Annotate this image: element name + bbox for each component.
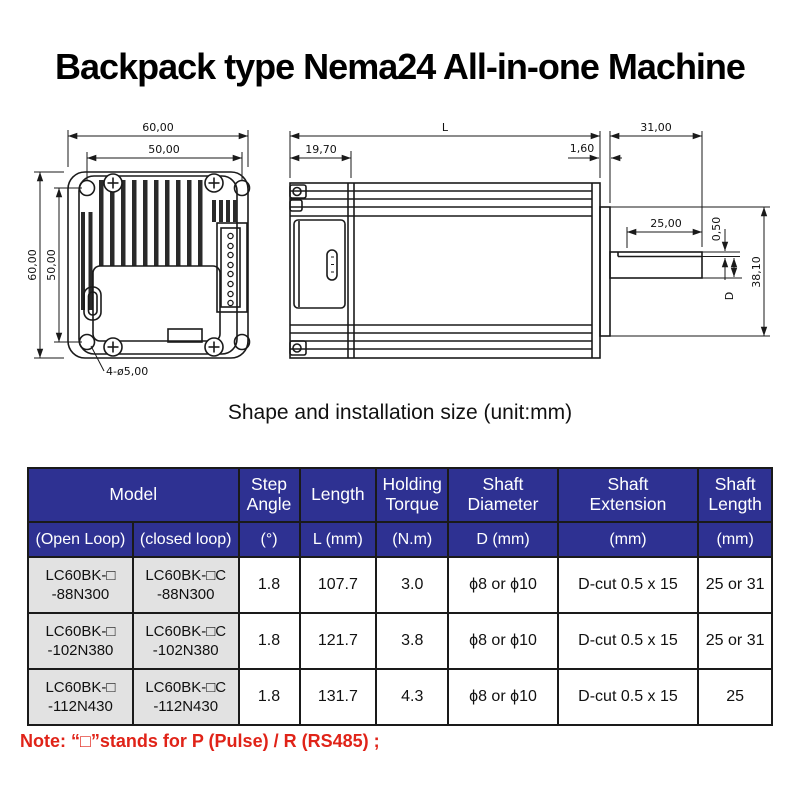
- subheader-diameter-unit: D (mm): [447, 521, 559, 558]
- side-mount-tabs: [289, 184, 307, 356]
- dim-side-pilot-dia: 38,10: [750, 256, 763, 288]
- dim-side-length: L: [442, 121, 449, 134]
- cell-torque: 4.3: [375, 668, 450, 726]
- dim-front-holes-callout: 4-ø5,00: [106, 365, 148, 378]
- header-row-1: Model Step Angle Length Holding Torque S…: [27, 467, 773, 523]
- table-row: LC60BK-□ -112N430 LC60BK-□C -112N430 1.8…: [27, 668, 773, 726]
- dim-side-shaft-ext: 31,00: [640, 121, 672, 134]
- dim-side-dcut-depth: 0,50: [710, 217, 723, 242]
- col-header-length: Length: [298, 467, 378, 523]
- subheader-length-unit: L (mm): [298, 521, 378, 558]
- cell-step-angle: 1.8: [237, 612, 301, 670]
- cell-extension: D-cut 0.5 x 15: [556, 556, 700, 614]
- subheader-torque-unit: (N.m): [375, 521, 450, 558]
- pilot-boss: [599, 206, 611, 337]
- subheader-shaft-length-unit: (mm): [697, 521, 773, 558]
- table-row: LC60BK-□ -102N380 LC60BK-□C -102N380 1.8…: [27, 612, 773, 670]
- cell-extension: D-cut 0.5 x 15: [556, 612, 700, 670]
- mounting-holes: [78, 179, 251, 351]
- dim-front-height-outer: 60,00: [26, 249, 39, 281]
- dim-side-driver-depth: 19,70: [305, 143, 337, 156]
- header-row-2: (Open Loop) (closed loop) (°) L (mm) (N.…: [27, 521, 773, 558]
- pin-connector: [216, 222, 248, 313]
- cell-length: 107.7: [298, 556, 378, 614]
- cell-model-open: LC60BK-□ -102N380: [27, 612, 134, 670]
- col-header-shaft-extension: Shaft Extension: [556, 467, 700, 523]
- cell-step-angle: 1.8: [237, 668, 301, 726]
- cell-torque: 3.8: [375, 612, 450, 670]
- cell-model-closed: LC60BK-□C -112N430: [131, 668, 240, 726]
- side-dimensions: [289, 131, 770, 337]
- dim-front-width-inner: 50,00: [148, 143, 180, 156]
- cell-shaft-length: 25 or 31: [697, 556, 773, 614]
- cell-diameter: ϕ8 or ϕ10: [447, 612, 559, 670]
- cell-diameter: ϕ8 or ϕ10: [447, 668, 559, 726]
- cell-model-closed: LC60BK-□C -88N300: [131, 556, 240, 614]
- cell-torque: 3.0: [375, 556, 450, 614]
- subheader-open-loop: (Open Loop): [27, 521, 134, 558]
- cell-step-angle: 1.8: [237, 556, 301, 614]
- usb-slot-side: [326, 249, 338, 281]
- side-driver-cover: [293, 219, 346, 309]
- side-body-outline: [289, 182, 601, 359]
- subheader-step-angle-unit: (°): [237, 521, 301, 558]
- front-view-drawing: 60,00 50,00 60,00 50,00 4-ø5,00: [26, 121, 251, 378]
- motor-shaft: [609, 251, 703, 279]
- dim-side-shaft-dia: D: [723, 292, 736, 300]
- side-fin-lines: [290, 183, 593, 358]
- col-header-shaft-length: Shaft Length: [697, 467, 773, 523]
- col-header-shaft-diameter: Shaft Diameter: [447, 467, 559, 523]
- table-row: LC60BK-□ -88N300 LC60BK-□C -88N300 1.8 1…: [27, 556, 773, 614]
- col-header-step-angle: Step Angle: [237, 467, 301, 523]
- cell-length: 131.7: [298, 668, 378, 726]
- phillips-screws: [103, 173, 224, 357]
- cell-diameter: ϕ8 or ϕ10: [447, 556, 559, 614]
- cell-model-closed: LC60BK-□C -102N380: [131, 612, 240, 670]
- subheader-closed-loop: (closed loop): [131, 521, 240, 558]
- cell-length: 121.7: [298, 612, 378, 670]
- cell-shaft-length: 25 or 31: [697, 612, 773, 670]
- usb-port-front: [83, 286, 102, 321]
- dim-side-dcut-length: 25,00: [650, 217, 682, 230]
- front-flange-outline: [67, 171, 249, 359]
- drawing-caption: Shape and installation size (unit:mm): [227, 401, 573, 424]
- cell-model-open: LC60BK-□ -112N430: [27, 668, 134, 726]
- dim-front-width-outer: 60,00: [142, 121, 174, 134]
- heatsink-fins: [81, 180, 237, 310]
- col-header-model: Model: [27, 467, 240, 523]
- subheader-extension-unit: (mm): [556, 521, 700, 558]
- note-text: Note: “□”stands for P (Pulse) / R (RS485…: [20, 731, 380, 751]
- cell-extension: D-cut 0.5 x 15: [556, 668, 700, 726]
- spec-table: Model Step Angle Length Holding Torque S…: [27, 467, 773, 726]
- front-driver-cover: [92, 265, 221, 342]
- cell-model-open: LC60BK-□ -88N300: [27, 556, 134, 614]
- dim-front-height-inner: 50,00: [45, 249, 58, 281]
- front-dimensions: [34, 130, 249, 372]
- page-title: Backpack type Nema24 All-in-one Machine: [55, 46, 746, 87]
- dim-side-boss-thickness: 1,60: [570, 142, 595, 155]
- front-module-outline: [78, 175, 238, 355]
- front-bottom-notch: [167, 328, 203, 343]
- side-view-drawing: L 19,70 1,60 31,00 25,00 0,50 D 38,10: [289, 121, 770, 359]
- col-header-holding-torque: Holding Torque: [375, 467, 450, 523]
- cell-shaft-length: 25: [697, 668, 773, 726]
